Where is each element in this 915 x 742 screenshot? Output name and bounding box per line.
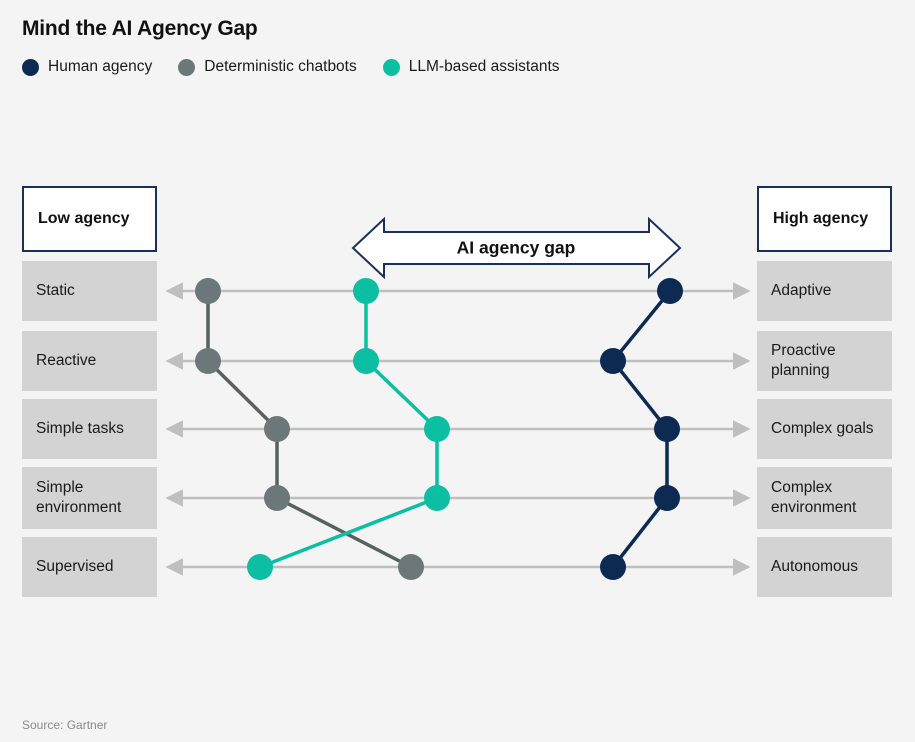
- chart-legend: Human agency Deterministic chatbots LLM-…: [22, 58, 560, 76]
- legend-item-llm-based-assistants: LLM-based assistants: [382, 58, 560, 76]
- legend-item-deterministic-chatbots: Deterministic chatbots: [178, 58, 357, 76]
- legend-item-label: LLM-based assistants: [408, 58, 560, 75]
- data-point-deterministic-chatbots-supervised: [398, 554, 424, 580]
- low-agency-pole-label: Low agency: [38, 210, 130, 227]
- legend-item-label: Deterministic chatbots: [204, 58, 357, 75]
- row-label-left-reactive: Reactive: [22, 331, 157, 391]
- series-human-agency: [600, 278, 683, 580]
- data-point-human-agency-static: [657, 278, 683, 304]
- row-label-text: Simple tasks: [36, 420, 124, 437]
- source-note: Source: Gartner: [22, 718, 108, 732]
- row-label-text: Proactive planning: [771, 342, 836, 379]
- data-point-deterministic-chatbots-reactive: [195, 348, 221, 374]
- low-agency-pole-box: Low agency: [22, 186, 157, 252]
- row-label-right-autonomous: Autonomous: [757, 537, 892, 597]
- page-title: Mind the AI Agency Gap: [22, 17, 258, 40]
- data-point-llm-based-assistants-reactive: [353, 348, 379, 374]
- row-label-left-simple-environment: Simple environment: [22, 467, 157, 529]
- data-point-human-agency-supervised: [600, 554, 626, 580]
- data-point-llm-based-assistants-simple-tasks: [424, 416, 450, 442]
- double-headed-arrow-icon: [351, 216, 682, 280]
- series-llm-based-assistants: [247, 278, 450, 580]
- row-label-text: Autonomous: [771, 558, 859, 575]
- legend-dot-icon: [178, 58, 196, 76]
- row-label-left-supervised: Supervised: [22, 537, 157, 597]
- row-label-left-simple-tasks: Simple tasks: [22, 399, 157, 459]
- high-agency-pole-label: High agency: [773, 210, 869, 227]
- legend-item-label: Human agency: [48, 58, 153, 75]
- data-point-deterministic-chatbots-simple-tasks: [264, 416, 290, 442]
- row-label-right-proactive-planning: Proactive planning: [757, 331, 892, 391]
- data-point-deterministic-chatbots-static: [195, 278, 221, 304]
- row-label-text: Complex environment: [771, 479, 857, 516]
- data-point-human-agency-simple-environment: [654, 485, 680, 511]
- data-point-deterministic-chatbots-simple-environment: [264, 485, 290, 511]
- row-label-text: Complex goals: [771, 420, 874, 437]
- row-label-text: Static: [36, 282, 75, 299]
- row-label-text: Reactive: [36, 352, 97, 369]
- ai-agency-gap-label: AI agency gap: [457, 238, 576, 258]
- data-point-llm-based-assistants-static: [353, 278, 379, 304]
- legend-dot-icon: [22, 58, 39, 76]
- row-label-right-complex-environment: Complex environment: [757, 467, 892, 529]
- data-point-llm-based-assistants-supervised: [247, 554, 273, 580]
- data-point-human-agency-reactive: [600, 348, 626, 374]
- legend-item-human-agency: Human agency: [22, 58, 152, 76]
- ai-agency-gap-annotation: AI agency gap: [351, 216, 682, 280]
- row-label-right-adaptive: Adaptive: [757, 261, 892, 321]
- row-label-text: Adaptive: [771, 282, 832, 299]
- row-label-text: Simple environment: [36, 479, 122, 516]
- high-agency-pole-box: High agency: [757, 186, 892, 252]
- series-deterministic-chatbots: [195, 278, 424, 580]
- data-point-llm-based-assistants-simple-environment: [424, 485, 450, 511]
- row-label-text: Supervised: [36, 558, 114, 575]
- data-point-human-agency-simple-tasks: [654, 416, 680, 442]
- row-label-left-static: Static: [22, 261, 157, 321]
- legend-dot-icon: [382, 58, 400, 76]
- row-label-right-complex-goals: Complex goals: [757, 399, 892, 459]
